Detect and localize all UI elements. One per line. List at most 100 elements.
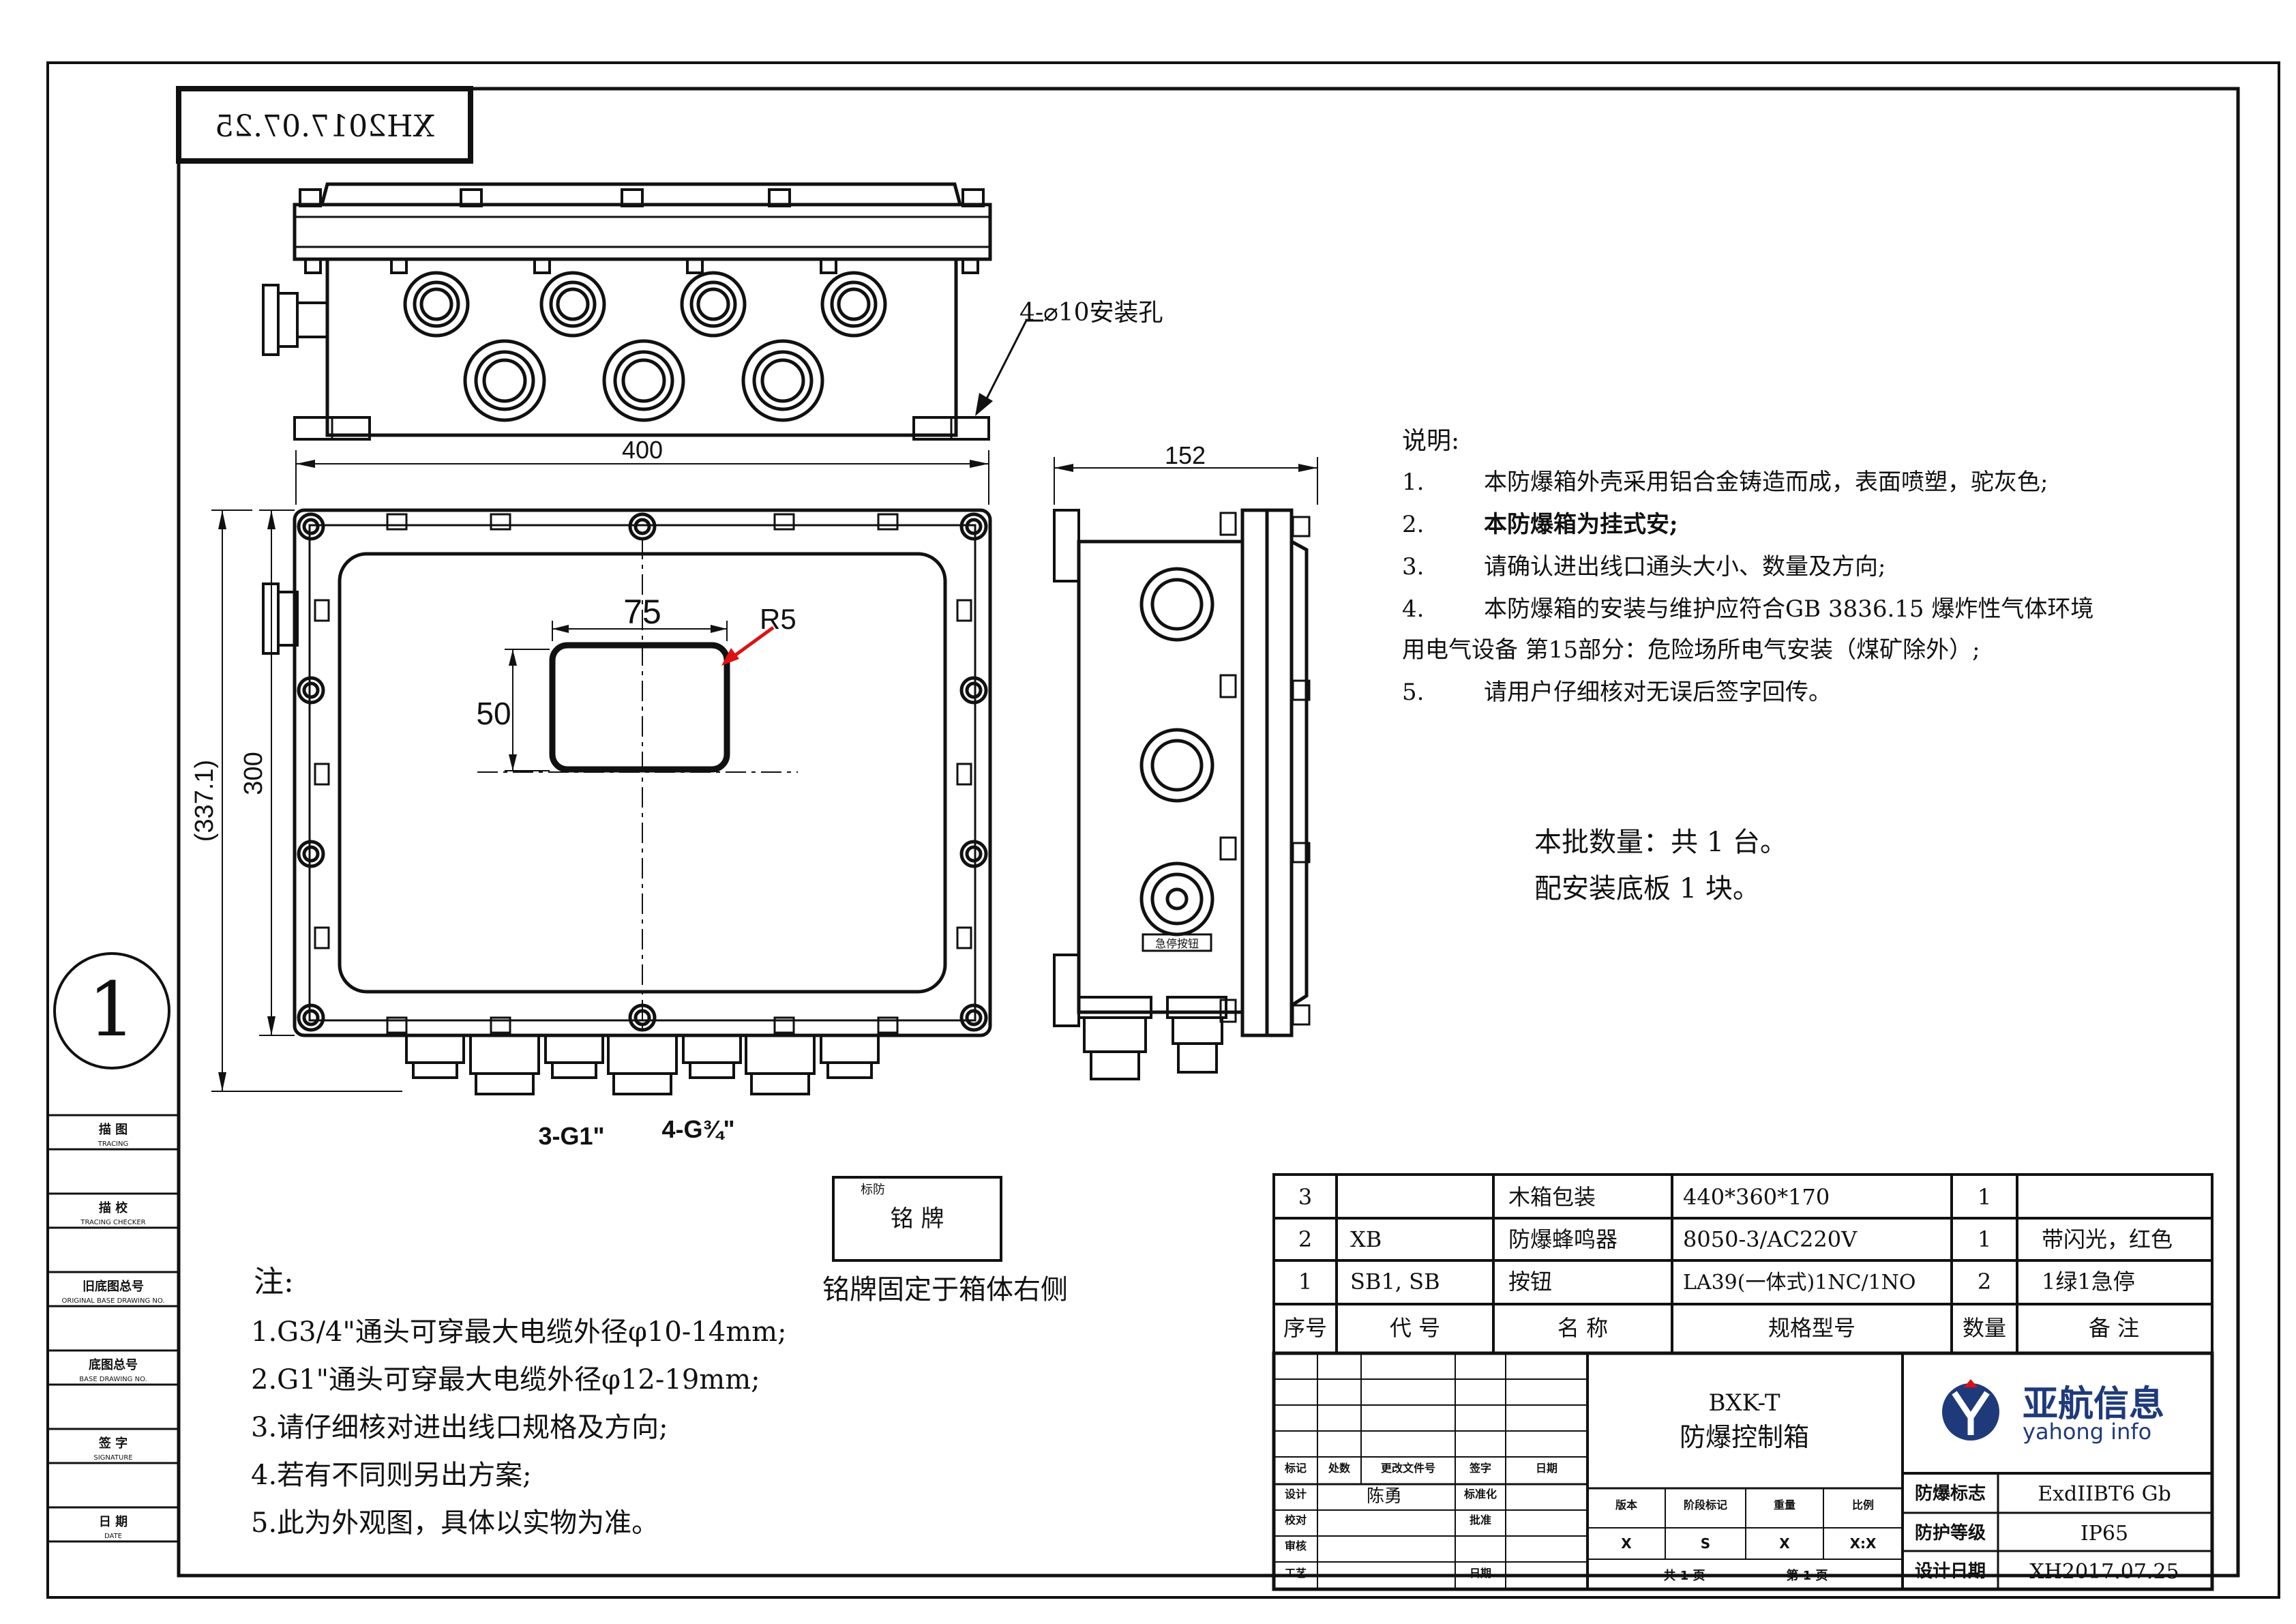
svg-text:ORIGINAL BASE DRAWING NO.: ORIGINAL BASE DRAWING NO.: [62, 1297, 165, 1305]
note-4-no: 4.: [1402, 595, 1424, 623]
note-2-no: 2.: [1402, 511, 1424, 538]
tb-mark: 标记: [1284, 1462, 1307, 1475]
bom-header-seq: 序号: [1283, 1315, 1327, 1341]
tb-total-pages: 共 1 页: [1663, 1569, 1705, 1583]
title-block-grid: [1272, 1351, 2214, 1591]
window-dims: [505, 621, 775, 771]
gland-g1-label: 3-G1": [538, 1122, 604, 1150]
date-stamp: XH2017.07.25: [176, 86, 473, 164]
bom-row-3-qty: 1: [1978, 1184, 1991, 1210]
brand-en: yahong info: [2023, 1419, 2151, 1445]
zhu-item-1: 1.G3/4"通头可穿最大电缆外径φ10-14mm;: [251, 1316, 787, 1348]
spec-ex-value: ExdIIBT6 Gb: [2038, 1482, 2171, 1506]
svg-text:TRACING: TRACING: [98, 1140, 128, 1148]
bom-row-2-remark: 带闪光，红色: [2042, 1226, 2173, 1252]
dim-75-label: 75: [623, 593, 661, 631]
tb-version-value: X: [1621, 1535, 1632, 1552]
dim-400: [295, 450, 989, 505]
base-plate: 配安装底板 1 块。: [1534, 873, 1760, 904]
svg-text:铭 牌: 铭 牌: [891, 1205, 944, 1232]
front-view: [262, 508, 992, 1095]
zhu-title: 注:: [254, 1265, 294, 1299]
bom-row-2-name: 防爆蜂鸣器: [1508, 1226, 1617, 1252]
svg-text:SIGNATURE: SIGNATURE: [93, 1454, 132, 1462]
dim-300-label: 300: [239, 752, 268, 795]
title-name: 防爆控制箱: [1680, 1422, 1809, 1452]
dim-50-label: 50: [476, 696, 511, 731]
tb-stage: 阶段标记: [1684, 1498, 1727, 1511]
bom-header-remark: 备 注: [2089, 1315, 2139, 1341]
bom-row-1-qty: 2: [1978, 1269, 1991, 1295]
note-5-text: 请用户仔细核对无误后签字回传。: [1484, 679, 1832, 706]
tb-places: 处数: [1328, 1462, 1351, 1475]
svg-text:日 期: 日 期: [99, 1515, 128, 1529]
batch-qty: 本批数量：共 1 台。: [1534, 827, 1787, 858]
tb-approval: 批准: [1470, 1514, 1491, 1526]
tb-check: 校对: [1285, 1514, 1307, 1526]
dim-400-label: 400: [622, 436, 663, 464]
outer-border: [46, 61, 2280, 1599]
note-5-no: 5.: [1402, 679, 1424, 706]
zhu-item-5: 5.此为外观图，具体以实物为准。: [251, 1507, 659, 1539]
dim-152: [1054, 457, 1318, 505]
spec-ip-value: IP65: [2081, 1522, 2128, 1546]
tb-review: 审核: [1285, 1539, 1307, 1552]
notes-title: 说明:: [1402, 427, 1459, 455]
dim-152-label: 152: [1165, 441, 1206, 469]
bom-row-1-spec: LA39(一体式)1NC/1NO: [1683, 1271, 1916, 1295]
tb-designer: 陈勇: [1367, 1486, 1402, 1507]
bom-row-3-seq: 3: [1298, 1184, 1312, 1210]
tb-weight: 重量: [1774, 1498, 1795, 1511]
title-model: BXK-T: [1708, 1389, 1780, 1417]
tb-stage-value: S: [1701, 1535, 1710, 1552]
tb-change-file: 更改文件号: [1381, 1462, 1435, 1475]
bom-row-2-qty: 1: [1978, 1226, 1991, 1252]
height-dims: [211, 510, 402, 1092]
bom-row-2-spec: 8050-3/AC220V: [1683, 1226, 1858, 1252]
mount-holes-label: 4-⌀10安装孔: [1019, 299, 1163, 327]
svg-text:标防: 标防: [861, 1183, 885, 1197]
tb-scale-value: X:X: [1850, 1535, 1877, 1552]
bom-header-qty: 数量: [1963, 1315, 2006, 1341]
bom-row-1-code: SB1, SB: [1350, 1269, 1440, 1295]
estop-label: 急停按钮: [1155, 937, 1199, 950]
note-3-text: 请确认进出线口通头大小、数量及方向;: [1484, 553, 1885, 580]
svg-text:描 校: 描 校: [99, 1200, 128, 1215]
zhu-item-4: 4.若有不同则另出方案;: [251, 1460, 532, 1491]
tb-weight-value: X: [1779, 1535, 1790, 1552]
bom-header-spec: 规格型号: [1768, 1315, 1855, 1341]
note-1-text: 本防爆箱外壳采用铝合金铸造而成，表面喷塑，驼灰色;: [1484, 469, 2048, 496]
tb-standardization: 标准化: [1463, 1488, 1497, 1501]
tb-signature: 签字: [1469, 1462, 1491, 1475]
tb-design: 设计: [1285, 1488, 1307, 1501]
note-4-cont: 用电气设备 第15部分：危险场所电气安装（煤矿除外）;: [1402, 636, 1980, 664]
tb-craft: 工艺: [1285, 1567, 1307, 1580]
gland-g34-label: 4-G¾": [661, 1115, 734, 1143]
tb-date2: 日期: [1470, 1567, 1491, 1580]
side-view: [1053, 508, 1311, 1080]
svg-text:旧底图总号: 旧底图总号: [83, 1279, 144, 1294]
radius-label: R5: [760, 603, 796, 635]
bom-header-code: 代 号: [1390, 1315, 1440, 1341]
brand-cn: 亚航信息: [2023, 1384, 2164, 1425]
sheet-number-circle: [53, 952, 170, 1069]
dim-337-label: (337.1): [190, 760, 219, 842]
zhu-item-3: 3.请仔细核对进出线口规格及方向;: [251, 1412, 668, 1443]
bom-row-2-code: XB: [1350, 1226, 1382, 1252]
note-2-text: 本防爆箱为挂式安;: [1484, 511, 1678, 538]
bom-row-1-seq: 1: [1298, 1269, 1312, 1295]
spec-date-value: XH2017.07.25: [2029, 1560, 2179, 1584]
bom-row-3-name: 木箱包装: [1508, 1184, 1596, 1210]
note-3-no: 3.: [1402, 553, 1424, 580]
bom-header-name: 名 称: [1557, 1315, 1608, 1341]
svg-text:DATE: DATE: [104, 1533, 122, 1540]
tb-version: 版本: [1615, 1498, 1637, 1511]
tb-date: 日期: [1536, 1462, 1557, 1475]
nameplate: 标防 铭 牌: [832, 1176, 1002, 1262]
yahong-logo-icon: [1942, 1379, 1999, 1441]
sheet-number: 1: [88, 966, 136, 1053]
svg-text:签 字: 签 字: [98, 1436, 128, 1451]
zhu-item-2: 2.G1"通头可穿最大电缆外径φ12-19mm;: [251, 1364, 760, 1396]
bom-row-3-spec: 440*360*170: [1683, 1184, 1830, 1210]
